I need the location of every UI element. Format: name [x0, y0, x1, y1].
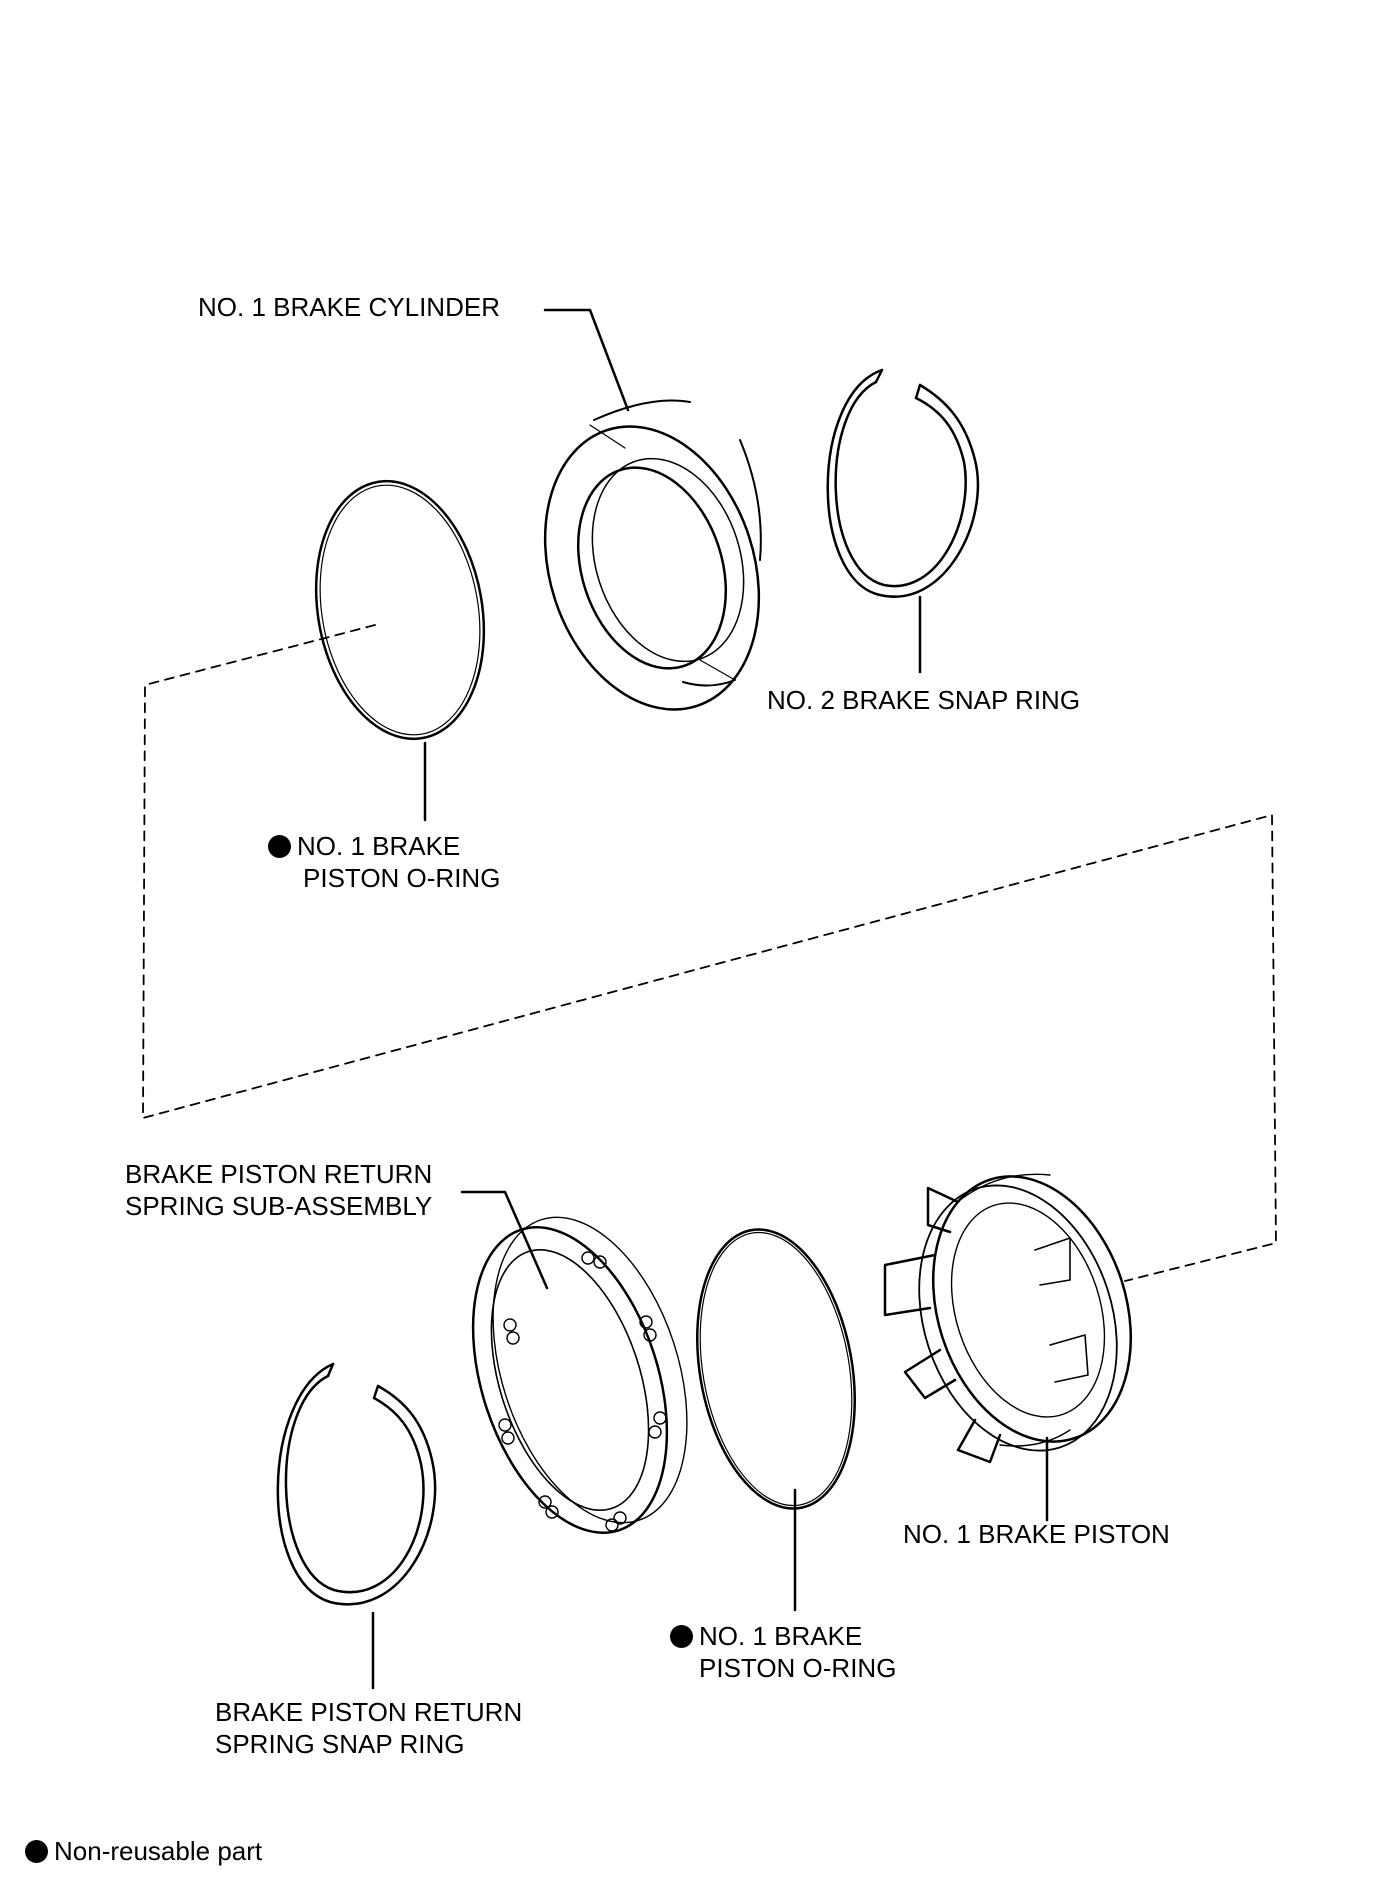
label-line: SPRING SNAP RING [215, 1729, 465, 1759]
label-line: PISTON O-RING [699, 1653, 897, 1683]
label-return-spring-sub-assembly: BRAKE PISTON RETURN SPRING SUB-ASSEMBLY [125, 1158, 432, 1222]
non-reusable-dot-icon [25, 1840, 48, 1863]
no2-snap-ring-part [826, 368, 980, 598]
non-reusable-dot-icon [268, 835, 291, 858]
label-line: PISTON O-RING [303, 863, 501, 893]
label-line: BRAKE PISTON RETURN [125, 1159, 433, 1189]
return-snap-ring-part [276, 1362, 437, 1606]
label-line: SPRING SUB-ASSEMBLY [125, 1191, 433, 1221]
label-line: BRAKE PISTON RETURN [215, 1697, 523, 1727]
bottom-o-ring-part [696, 1228, 856, 1510]
assembly-guide-lines [142, 624, 1277, 1282]
legend-text: Non-reusable part [54, 1836, 263, 1866]
legend: Non-reusable part [25, 1835, 262, 1867]
label-return-spring-snap-ring: BRAKE PISTON RETURN SPRING SNAP RING [215, 1696, 522, 1760]
non-reusable-dot-icon [670, 1625, 693, 1648]
label-bottom-piston-o-ring: NO. 1 BRAKE PISTON O-RING [670, 1620, 896, 1684]
label-line: NO. 1 BRAKE [699, 1621, 863, 1651]
label-no1-brake-cylinder: NO. 1 BRAKE CYLINDER [198, 292, 500, 322]
return-spring-assembly-part [471, 1216, 688, 1534]
top-o-ring-part [314, 479, 486, 741]
label-top-piston-o-ring: NO. 1 BRAKE PISTON O-RING [268, 830, 500, 894]
label-line: NO. 1 BRAKE [297, 831, 461, 861]
return-spring-leader [460, 1190, 549, 1290]
label-no2-brake-snap-ring: NO. 2 BRAKE SNAP RING [767, 685, 1081, 715]
brake-cylinder-part [543, 399, 762, 711]
label-no1-brake-piston: NO. 1 BRAKE PISTON [903, 1519, 1170, 1549]
cylinder-leader [543, 308, 630, 412]
brake-piston-part [883, 1173, 1133, 1464]
